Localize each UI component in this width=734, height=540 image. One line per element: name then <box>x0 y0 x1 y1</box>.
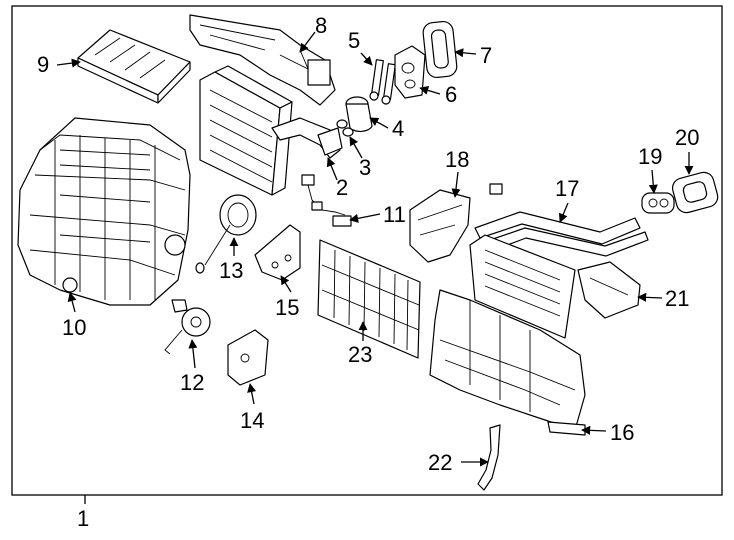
callout-5: 5 <box>348 28 360 53</box>
callout-19: 19 <box>638 144 662 169</box>
heater-core <box>469 234 576 339</box>
callout-15: 15 <box>275 295 299 320</box>
part-4-receiver-drier <box>345 96 373 132</box>
part-14-temp-actuator <box>227 329 269 386</box>
part-2-expansion-valve <box>317 127 343 156</box>
callout-9: 9 <box>37 52 49 77</box>
callout-22: 22 <box>428 450 452 475</box>
part-3-o-rings <box>336 119 354 137</box>
part-10-hvac-case <box>17 117 191 306</box>
callout-13: 13 <box>219 258 243 283</box>
callout-23: 23 <box>348 342 372 367</box>
part-19-grommet <box>641 192 675 214</box>
part-9-cabin-filter <box>77 29 191 104</box>
diagram-frame <box>11 5 723 496</box>
part-15-bracket <box>254 224 301 281</box>
part-22-drain-hose <box>477 424 501 491</box>
callout-16: 16 <box>610 420 634 445</box>
part-13-blower-motor <box>195 194 257 274</box>
part-5-bolts <box>369 59 396 105</box>
part-16-lower-case <box>429 289 586 436</box>
callout-7: 7 <box>480 43 492 68</box>
callout-2: 2 <box>336 175 348 200</box>
part-23-screen <box>317 239 421 359</box>
callout-4: 4 <box>392 116 404 141</box>
part-12-mode-actuator <box>164 299 211 355</box>
callout-3: 3 <box>359 155 371 180</box>
callout-17: 17 <box>555 176 579 201</box>
part-8-air-duct <box>189 14 336 106</box>
part-11-sensor-harness <box>301 174 352 227</box>
leader-lines <box>56 31 694 467</box>
callout-18: 18 <box>445 147 469 172</box>
callout-1: 1 <box>77 506 89 531</box>
part-18-mode-door <box>409 189 471 263</box>
part-6-block-fitting <box>394 45 426 99</box>
part-20-seal <box>671 171 719 214</box>
callout-14: 14 <box>240 408 264 433</box>
callout-20: 20 <box>675 125 699 150</box>
callout-8: 8 <box>315 13 327 38</box>
part-7-seal <box>422 20 458 79</box>
callout-11: 11 <box>383 202 406 227</box>
callout-10: 10 <box>62 315 86 340</box>
part-21-bracket <box>577 261 641 319</box>
callout-6: 6 <box>445 82 457 107</box>
callout-labels: 1 2 3 4 5 6 7 8 9 10 11 12 13 14 15 16 1… <box>37 13 699 531</box>
callout-21: 21 <box>665 286 689 311</box>
callout-12: 12 <box>180 370 204 395</box>
